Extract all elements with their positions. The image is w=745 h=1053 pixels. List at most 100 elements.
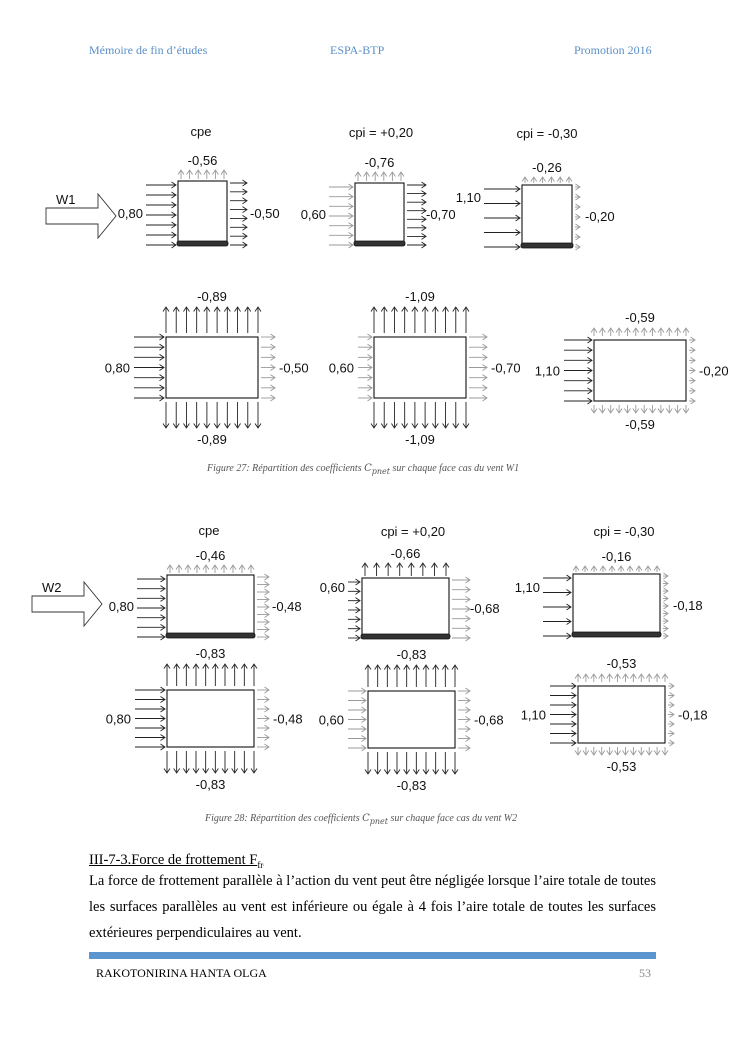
windward-pressure-arrow [543,589,572,596]
windward-pressure-arrow [137,594,166,602]
windward-pressure-arrow [135,705,166,713]
coef-top-label: -0,53 [607,656,637,671]
building-plan-box [367,690,456,749]
windward-pressure-arrow [484,200,521,207]
windward-pressure-arrow [329,202,354,210]
side-suction-arrow [590,405,598,414]
roof-suction-arrow [441,664,449,687]
building-elevation-box [521,184,573,248]
coef-bottom-label: -0,59 [625,417,655,432]
footer-divider [89,952,656,959]
side-suction-arrow [203,402,211,429]
windward-pressure-arrow [550,720,577,728]
leeward-suction-arrow [261,364,276,371]
wind-direction-arrow-icon [31,580,103,628]
leeward-suction-arrow [668,711,675,718]
side-suction-arrow [192,751,200,774]
windward-pressure-arrow [358,333,373,341]
windward-pressure-arrow [348,587,361,595]
side-suction-arrow [421,402,429,429]
roof-suction-arrow [391,306,398,333]
roof-suction-arrow [213,306,221,333]
side-suction-arrow [172,402,180,429]
roof-suction-arrow [645,673,653,682]
windward-pressure-arrow [146,181,177,189]
roof-suction-arrow [175,564,183,573]
side-suction-arrow [645,747,653,756]
leeward-suction-arrow [257,581,270,588]
windward-pressure-arrow [329,231,354,239]
side-suction-arrow [380,402,388,429]
side-suction-arrow [665,405,673,414]
roof-suction-arrow [166,564,174,573]
leeward-suction-arrow [452,615,471,623]
roof-suction-arrow [665,327,673,336]
roof-suction-arrow [374,664,382,687]
windward-pressure-arrow [348,744,367,752]
roof-suction-arrow [422,664,430,687]
leeward-suction-arrow [257,743,270,751]
windward-pressure-arrow [134,374,165,382]
building-plan-box [166,689,255,748]
roof-suction-arrow [419,562,427,576]
building-plan-box [373,336,467,399]
leeward-suction-arrow [257,626,270,633]
wind-direction-arrow-icon [45,192,117,240]
windward-pressure-arrow [137,575,166,583]
roof-suction-arrow [194,169,202,179]
side-suction-arrow [462,402,470,429]
coef-top-label: -0,59 [625,310,655,325]
leeward-suction-arrow [261,333,276,341]
side-suction-arrow [615,405,623,414]
side-suction-arrow [637,747,645,756]
coef-bottom-label: -0,53 [607,759,637,774]
leeward-suction-arrow [230,241,248,249]
side-suction-arrow [211,751,219,774]
side-suction-arrow [182,751,190,774]
windward-pressure-arrow [135,743,166,751]
roof-suction-arrow [238,564,246,573]
leeward-suction-arrow [257,633,270,641]
windward-pressure-arrow [134,364,165,371]
leeward-suction-arrow [257,573,270,581]
roof-suction-arrow [203,306,211,333]
side-suction-arrow [240,751,248,774]
building-elevation-box [354,182,405,246]
caption-symbol: Cpnet [362,813,388,826]
coef-left-label: 1,10 [535,364,560,379]
roof-suction-arrow [608,565,616,572]
roof-suction-arrow [640,327,648,336]
side-suction-arrow [590,747,598,756]
side-suction-arrow [393,752,401,775]
roof-suction-arrow [598,327,606,336]
coef-bottom-label: -0,89 [197,432,227,447]
leeward-suction-arrow [230,197,248,205]
windward-pressure-arrow [135,696,166,703]
roof-suction-arrow [565,176,573,183]
leeward-suction-arrow [469,374,488,382]
leeward-suction-arrow [575,203,581,211]
wind-label: W2 [42,580,62,595]
leeward-suction-arrow [257,611,270,618]
windward-pressure-arrow [564,346,593,354]
leeward-suction-arrow [230,179,248,187]
roof-suction-arrow [373,562,380,576]
windward-pressure-arrow [550,711,577,718]
roof-suction-arrow [581,565,589,572]
side-suction-arrow [661,747,669,756]
coef-right-label: -0,18 [673,598,703,613]
roof-suction-arrow [380,171,388,181]
windward-pressure-arrow [564,356,593,364]
caption-suffix: sur chaque face cas du vent W2 [390,813,518,824]
windward-pressure-arrow [484,229,521,236]
leeward-suction-arrow [668,701,675,709]
leeward-suction-arrow [689,336,696,344]
side-suction-arrow [657,405,665,414]
side-suction-arrow [370,402,378,429]
roof-suction-arrow [173,663,181,686]
column-title: cpi = -0,30 [593,524,654,539]
roof-suction-arrow [615,327,623,336]
leeward-suction-arrow [668,720,675,728]
roof-suction-arrow [192,663,200,686]
windward-pressure-arrow [348,634,361,642]
